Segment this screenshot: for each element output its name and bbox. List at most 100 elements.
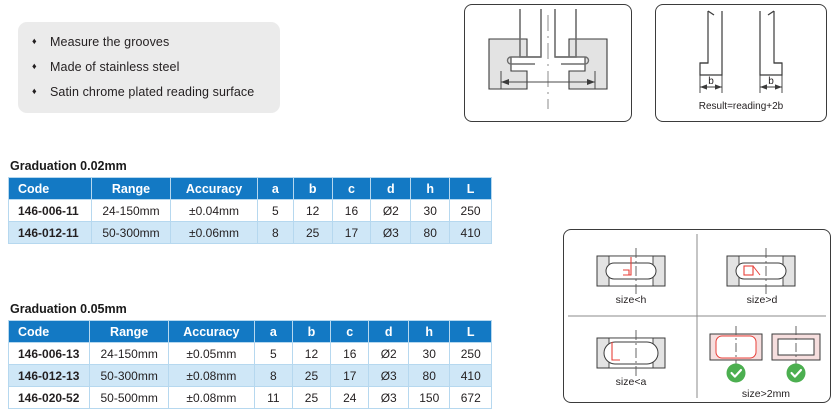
cell-code: 146-012-13 [7,364,91,387]
col-c: c [331,177,372,200]
col-c: c [330,320,370,343]
table-header-row: Code Range Accuracy a b c d h L [8,177,492,200]
cell-d: Ø2 [368,342,409,365]
col-code: Code [8,177,92,200]
col-range: Range [89,320,169,343]
cell-h: 80 [407,364,451,387]
cell-c: 16 [331,199,372,222]
col-h: h [407,320,451,343]
jaw-offset-diagram: b b Result=reading+2b [655,4,827,122]
cell-L: 250 [449,199,492,222]
table-header-row: Code Range Accuracy a b c d h L [7,320,492,343]
check-circle-icon-right [786,363,806,383]
result-formula: Result=reading+2b [698,101,784,112]
cell-c: 17 [331,221,372,244]
cell-a: 5 [256,199,294,222]
cell-range: 24-150mm [90,199,172,222]
cell-c: 17 [330,364,370,387]
diamond-bullet-icon: ♦ [32,60,37,71]
feature-text: Made of stainless steel [50,60,180,74]
features-list: ♦ Measure the grooves ♦ Made of stainles… [18,22,280,99]
col-accuracy: Accuracy [167,320,255,343]
table-row: 146-012-13 50-300mm ±0.08mm 8 25 17 Ø3 8… [7,364,492,387]
table-row: 146-006-11 24-150mm ±0.04mm 5 12 16 Ø2 3… [8,199,492,222]
cell-d: Ø3 [368,364,409,387]
cell-range: 50-300mm [89,364,169,387]
col-code: Code [7,320,91,343]
cell-c: 16 [330,342,370,365]
cell-a: 5 [253,342,293,365]
cell-h: 80 [410,221,451,244]
cell-accuracy: ±0.06mm [170,221,258,244]
usage-cell-2-shape [726,248,796,294]
col-h: h [410,177,451,200]
cell-L: 672 [449,386,492,409]
cell-code: 146-006-13 [7,342,91,365]
cell-L: 410 [449,364,492,387]
feature-text: Measure the grooves [50,35,170,49]
cell-h: 30 [407,342,451,365]
cell-h: 30 [410,199,451,222]
cell-h: 150 [407,386,451,409]
cell-a: 8 [256,221,294,244]
table-row: 146-012-11 50-300mm ±0.06mm 8 25 17 Ø3 8… [8,221,492,244]
feature-text: Satin chrome plated reading surface [50,85,255,99]
cell-b: 25 [292,221,333,244]
table-row: 146-006-13 24-150mm ±0.05mm 5 12 16 Ø2 3… [7,342,492,365]
usage-grid-svg [568,234,826,398]
usage-cell-3-shape [596,330,666,376]
cell-a: 11 [253,386,293,409]
list-item: ♦ Made of stainless steel [32,60,280,74]
col-L: L [449,320,492,343]
cell-d: Ø2 [370,199,412,222]
usage-caption-3: size<a [615,376,647,388]
groove-section-svg [488,9,608,109]
usage-caption-4: size>2mm [741,388,791,400]
cell-L: 410 [449,221,492,244]
cell-code: 146-012-11 [8,221,92,244]
cell-range: 50-500mm [89,386,169,409]
graduation-heading-1: Graduation 0.02mm [10,159,127,173]
graduation-heading-2: Graduation 0.05mm [10,302,127,316]
cell-accuracy: ±0.05mm [167,342,255,365]
cell-b: 25 [291,364,332,387]
dim-label-b-left: b [708,76,714,87]
col-a: a [256,177,294,200]
cell-accuracy: ±0.08mm [167,386,255,409]
cell-b: 25 [291,386,332,409]
usage-condition-grid: size<h size>d size<a size>2mm [563,229,831,403]
col-d: d [368,320,409,343]
cell-b: 12 [292,199,333,222]
cell-a: 8 [253,364,293,387]
spec-table-graduation-002: Code Range Accuracy a b c d h L 146-006-… [8,177,492,244]
cell-accuracy: ±0.04mm [170,199,258,222]
cell-accuracy: ±0.08mm [167,364,255,387]
usage-caption-1: size<h [615,294,647,306]
cell-d: Ø3 [368,386,409,409]
col-range: Range [90,177,172,200]
cell-range: 50-300mm [90,221,172,244]
features-panel: ♦ Measure the grooves ♦ Made of stainles… [18,22,280,113]
diamond-bullet-icon: ♦ [32,85,37,96]
cell-d: Ø3 [370,221,412,244]
check-circle-icon-left [726,363,746,383]
dim-label-b-right: b [768,76,774,87]
cell-L: 250 [449,342,492,365]
col-b: b [291,320,332,343]
groove-section-diagram [464,4,632,122]
cell-b: 12 [291,342,332,365]
usage-caption-2: size>d [746,294,778,306]
usage-cell-4-shape-right [771,326,821,368]
list-item: ♦ Measure the grooves [32,35,280,49]
cell-code: 146-020-52 [7,386,91,409]
list-item: ♦ Satin chrome plated reading surface [32,85,280,99]
col-d: d [370,177,412,200]
col-a: a [253,320,293,343]
col-L: L [449,177,492,200]
spec-table-graduation-005: Code Range Accuracy a b c d h L 146-006-… [7,320,492,409]
cell-range: 24-150mm [89,342,169,365]
jaw-offset-svg: b b [699,10,783,93]
usage-cell-1-shape [596,248,666,294]
usage-cell-4-shape-left [709,326,763,368]
col-b: b [292,177,333,200]
